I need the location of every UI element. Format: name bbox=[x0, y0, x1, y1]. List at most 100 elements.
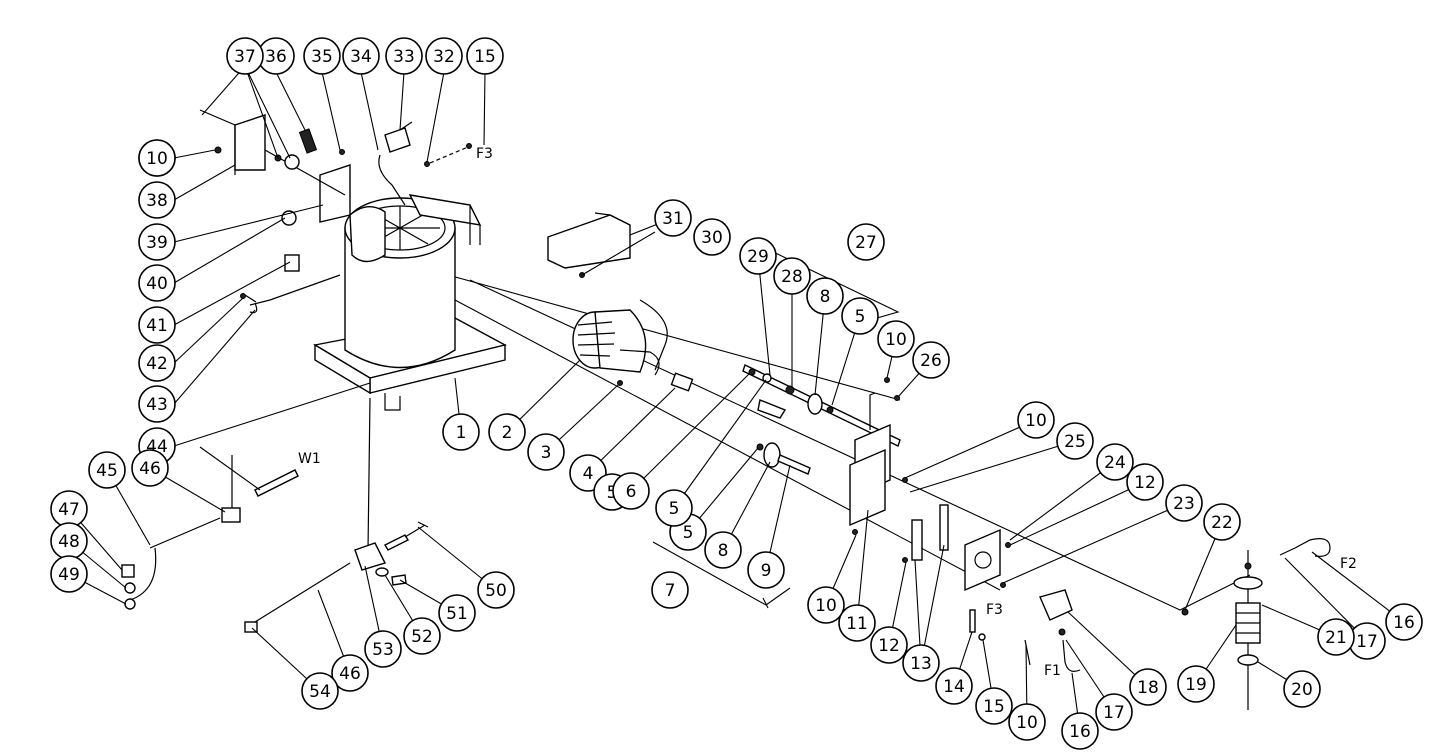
callout-circle bbox=[138, 264, 176, 302]
callout-number: 45 bbox=[96, 461, 118, 481]
callout-circle bbox=[877, 320, 915, 358]
callout-33: 33 bbox=[385, 37, 423, 75]
callout-circle bbox=[747, 551, 785, 589]
callout-number: 37 bbox=[234, 47, 256, 67]
callout-number: 13 bbox=[910, 654, 932, 674]
callout-number: 16 bbox=[1393, 613, 1415, 633]
callout-circle bbox=[1283, 670, 1321, 708]
callout-number: 6 bbox=[626, 482, 637, 502]
callout-number: 31 bbox=[662, 209, 684, 229]
callout-number: 12 bbox=[1134, 473, 1156, 493]
callout-number: 54 bbox=[309, 682, 331, 702]
label-f1: F1 bbox=[1044, 663, 1061, 679]
callout-circle bbox=[651, 571, 689, 609]
callout-circle bbox=[301, 672, 339, 710]
callout-circle bbox=[935, 667, 973, 705]
callout-10: 10 bbox=[807, 586, 845, 624]
callout-number: 25 bbox=[1064, 432, 1086, 452]
callout-34: 34 bbox=[342, 37, 380, 75]
callout-balloons: 1234555567889101010101010111212131415151… bbox=[50, 37, 1423, 750]
callout-46: 46 bbox=[331, 654, 369, 692]
callout-number: 40 bbox=[146, 274, 168, 294]
callout-6: 6 bbox=[612, 472, 650, 510]
callout-number: 36 bbox=[265, 47, 287, 67]
callout-circle bbox=[477, 571, 515, 609]
callout-number: 23 bbox=[1173, 494, 1195, 514]
callout-number: 8 bbox=[718, 541, 729, 561]
callout-circle bbox=[303, 37, 341, 75]
callout-number: 7 bbox=[665, 581, 676, 601]
callout-number: 12 bbox=[878, 636, 900, 656]
callout-43: 43 bbox=[138, 385, 176, 423]
callout-26: 26 bbox=[912, 341, 950, 379]
callout-circle bbox=[138, 385, 176, 423]
callout-12: 12 bbox=[1126, 463, 1164, 501]
callout-number: 5 bbox=[669, 499, 680, 519]
callout-circle bbox=[847, 223, 885, 261]
callout-51: 51 bbox=[438, 594, 476, 632]
callout-circle bbox=[773, 257, 811, 295]
callout-number: 30 bbox=[701, 228, 723, 248]
callout-circle bbox=[1129, 668, 1167, 706]
callout-number: 10 bbox=[815, 596, 837, 616]
callout-circle bbox=[739, 237, 777, 275]
callout-47: 47 bbox=[50, 490, 88, 528]
callout-circle bbox=[364, 630, 402, 668]
callout-number: 46 bbox=[139, 459, 161, 479]
callout-number: 17 bbox=[1103, 703, 1125, 723]
callout-48: 48 bbox=[50, 522, 88, 560]
callout-circle bbox=[704, 531, 742, 569]
callout-circle bbox=[88, 451, 126, 489]
callout-number: 19 bbox=[1185, 675, 1207, 695]
label-f3-bottom: F3 bbox=[986, 602, 1003, 618]
callout-25: 25 bbox=[1056, 422, 1094, 460]
callout-number: 47 bbox=[58, 500, 80, 520]
callout-12: 12 bbox=[870, 626, 908, 664]
callout-number: 17 bbox=[1356, 632, 1378, 652]
callout-35: 35 bbox=[303, 37, 341, 75]
callout-circle bbox=[138, 181, 176, 219]
callout-8: 8 bbox=[704, 531, 742, 569]
callout-number: 5 bbox=[683, 523, 694, 543]
callout-circle bbox=[654, 199, 692, 237]
callout-circle bbox=[138, 344, 176, 382]
callout-circle bbox=[838, 604, 876, 642]
callout-number: 2 bbox=[502, 423, 513, 443]
callout-number: 15 bbox=[983, 697, 1005, 717]
callout-15: 15 bbox=[466, 37, 504, 75]
callout-circle bbox=[1317, 618, 1355, 656]
callout-circle bbox=[131, 449, 169, 487]
callout-number: 26 bbox=[920, 351, 942, 371]
callout-number: 49 bbox=[58, 565, 80, 585]
callout-number: 20 bbox=[1291, 680, 1313, 700]
callout-circle bbox=[1056, 422, 1094, 460]
callout-circle bbox=[331, 654, 369, 692]
callout-circle bbox=[806, 277, 844, 315]
callout-number: 35 bbox=[311, 47, 333, 67]
callout-circle bbox=[1385, 603, 1423, 641]
callout-number: 10 bbox=[1025, 411, 1047, 431]
callout-number: 10 bbox=[1016, 713, 1038, 733]
callout-39: 39 bbox=[138, 223, 176, 261]
callout-circle bbox=[1017, 401, 1055, 439]
callout-number: 11 bbox=[846, 614, 868, 634]
callout-23: 23 bbox=[1165, 484, 1203, 522]
callout-number: 9 bbox=[761, 561, 772, 581]
callout-number: 10 bbox=[146, 149, 168, 169]
callout-circle bbox=[138, 223, 176, 261]
callout-50: 50 bbox=[477, 571, 515, 609]
callout-16: 16 bbox=[1061, 712, 1099, 750]
label-f3-top: F3 bbox=[476, 146, 493, 162]
callout-9: 9 bbox=[747, 551, 785, 589]
callout-24: 24 bbox=[1096, 443, 1134, 481]
callout-circle bbox=[1126, 463, 1164, 501]
callout-number: 3 bbox=[541, 443, 552, 463]
label-f2: F2 bbox=[1340, 556, 1357, 572]
callout-18: 18 bbox=[1129, 668, 1167, 706]
callout-2: 2 bbox=[488, 413, 526, 451]
callout-circle bbox=[527, 433, 565, 471]
callout-number: 14 bbox=[943, 677, 965, 697]
callout-circle bbox=[1095, 693, 1133, 731]
callout-circle bbox=[50, 555, 88, 593]
callout-number: 43 bbox=[146, 395, 168, 415]
